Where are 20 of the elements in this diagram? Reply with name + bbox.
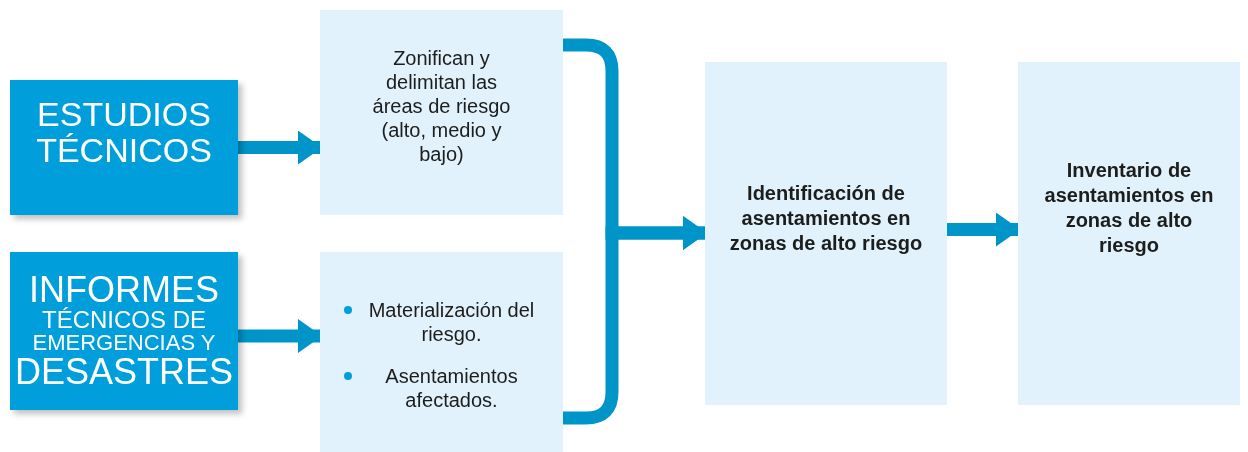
process-box <box>705 62 947 405</box>
result-box <box>1018 62 1240 405</box>
box-text: TÉCNICOS DE <box>42 308 206 332</box>
bullet-text: Asentamientos afectados. <box>341 364 542 412</box>
arrow <box>947 212 1020 247</box>
box-text: Identificación de asentamientos en zonas de alto riesgo <box>728 181 924 256</box>
box-text: Inventario de asentamientos en zonas de alto riesgo <box>1043 158 1215 258</box>
arrow <box>238 319 322 353</box>
box-text: DESASTRES <box>14 354 234 390</box>
category-box <box>10 80 238 215</box>
bullet-text: Materialización del riesgo. <box>341 298 542 346</box>
category-box <box>10 252 238 410</box>
process-box <box>320 10 563 215</box>
box-text: Zonifican y delimitan las áreas de riesgo (alto, medio y bajo) <box>371 46 512 166</box>
process-box <box>320 252 563 452</box>
box-text: ESTUDIOS TÉCNICOS <box>35 96 213 169</box>
box-text: EMERGENCIAS Y <box>32 332 216 354</box>
box-text: INFORMES <box>29 272 219 308</box>
arrow <box>238 130 322 165</box>
arrow <box>563 216 707 425</box>
